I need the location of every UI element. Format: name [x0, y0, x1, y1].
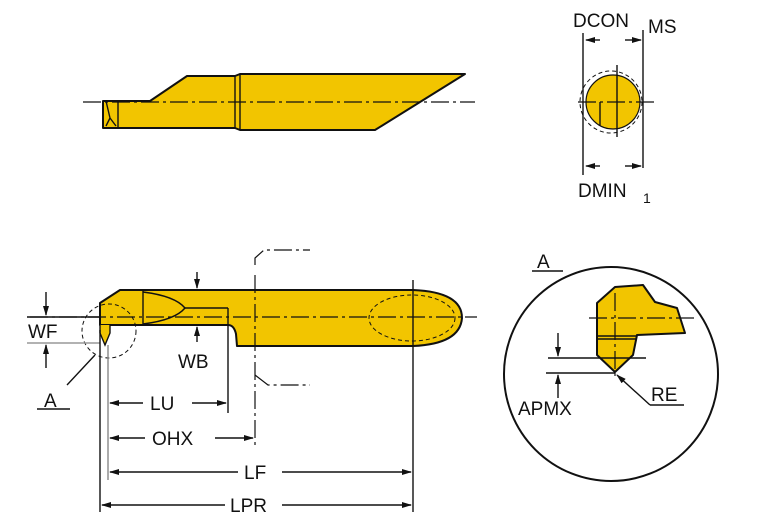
end-view: DCON MS DMIN 1: [573, 11, 677, 206]
apmx-label: APMX: [518, 399, 572, 420]
wf-label: WF: [28, 322, 58, 343]
insert-detail: [596, 284, 686, 373]
dmin-label: DMIN: [578, 181, 627, 202]
detail-circle: [503, 266, 719, 482]
insert-tip-icon: [105, 100, 117, 127]
main-side-view: A WF WB LU OHX LF LPR: [27, 249, 477, 517]
ohx-label: OHX: [152, 429, 194, 450]
dmin-subscript: 1: [643, 190, 651, 206]
lpr-label: LPR: [230, 496, 267, 517]
wb-label: WB: [178, 352, 209, 373]
section-a-label: A: [44, 391, 57, 412]
detail-a-view: A APMX RE: [503, 252, 719, 482]
lf-label: LF: [244, 463, 266, 484]
top-side-view: [83, 73, 475, 131]
detail-a-label: A: [537, 252, 550, 273]
dcon-subscript: MS: [648, 17, 677, 38]
lu-label: LU: [150, 394, 174, 415]
re-label: RE: [651, 385, 677, 406]
dcon-label: DCON: [573, 11, 629, 32]
shank-body: [102, 73, 466, 131]
detail-circle-marker: [81, 303, 137, 359]
bar-body: [99, 289, 463, 347]
